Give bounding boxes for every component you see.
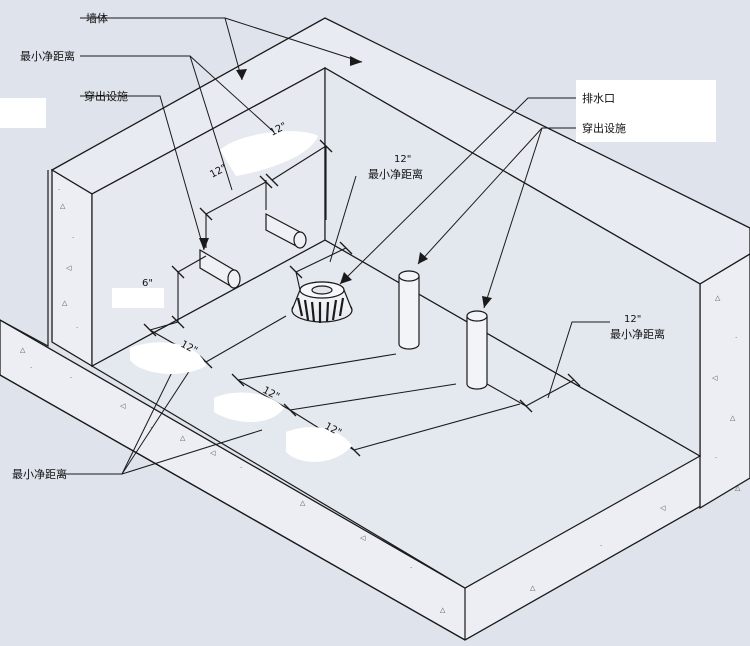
vertical-pipe-1 [398, 270, 420, 350]
roof-drain [291, 281, 353, 323]
right-wall-face [699, 253, 750, 510]
svg-text:·: · [600, 542, 602, 550]
svg-text:◁: ◁ [712, 374, 718, 382]
label-min-clearance-top: 最小净距离 [20, 49, 75, 63]
svg-text:·: · [240, 464, 242, 472]
svg-text:△: △ [735, 484, 741, 492]
svg-text:·: · [30, 364, 32, 372]
svg-text:△: △ [20, 346, 26, 354]
label-patches [0, 80, 716, 462]
arrowheads [199, 56, 492, 308]
inner-back-wall-right [324, 66, 701, 458]
svg-text:·: · [715, 454, 717, 462]
label-wall: 墙体 [86, 11, 108, 25]
svg-text:·: · [735, 334, 737, 342]
svg-text:◁: ◁ [120, 402, 126, 410]
label-min-clearance-center: 最小净距离 [368, 167, 423, 181]
dim-12-center-value: 12" [394, 154, 411, 165]
label-penetration-left: 穿出设施 [84, 89, 128, 103]
dim-12-right-value: 12" [624, 314, 641, 325]
svg-text:◁: ◁ [66, 264, 72, 272]
dim-6-value: 6" [142, 278, 153, 289]
dimension-lines [149, 145, 575, 451]
svg-text:◁: ◁ [660, 504, 666, 512]
label-min-clearance-right: 最小净距离 [610, 327, 665, 341]
svg-text:·: · [76, 324, 78, 332]
label-penetration-right: 穿出设施 [582, 121, 626, 135]
svg-text:·: · [410, 564, 412, 572]
concrete-speckles: △·◁ △·· △·◁ △·△ ◁·△ △·◁ △·◁ △·△ ··◁ [20, 186, 741, 614]
svg-text:△: △ [440, 606, 446, 614]
svg-text:◁: ◁ [210, 449, 216, 457]
label-min-clearance-bottom: 最小净距离 [12, 467, 67, 481]
svg-text:·: · [72, 234, 74, 242]
svg-text:△: △ [715, 294, 721, 302]
wall-pipe-right [265, 213, 307, 249]
svg-text:◁: ◁ [360, 534, 366, 542]
left-ledge [0, 170, 49, 348]
svg-text:△: △ [300, 499, 306, 507]
wall-pipe-left [199, 248, 241, 289]
left-wall-face [51, 168, 93, 368]
svg-text:·: · [58, 186, 60, 194]
svg-text:△: △ [60, 202, 66, 210]
svg-text:·: · [70, 374, 72, 382]
label-drain: 排水口 [582, 91, 615, 105]
svg-text:△: △ [62, 299, 68, 307]
svg-text:△: △ [730, 414, 736, 422]
svg-text:·: · [150, 424, 152, 432]
slab-bottom-edge [0, 374, 466, 641]
svg-text:△: △ [180, 434, 186, 442]
vertical-pipe-2 [466, 310, 488, 390]
svg-text:△: △ [530, 584, 536, 592]
